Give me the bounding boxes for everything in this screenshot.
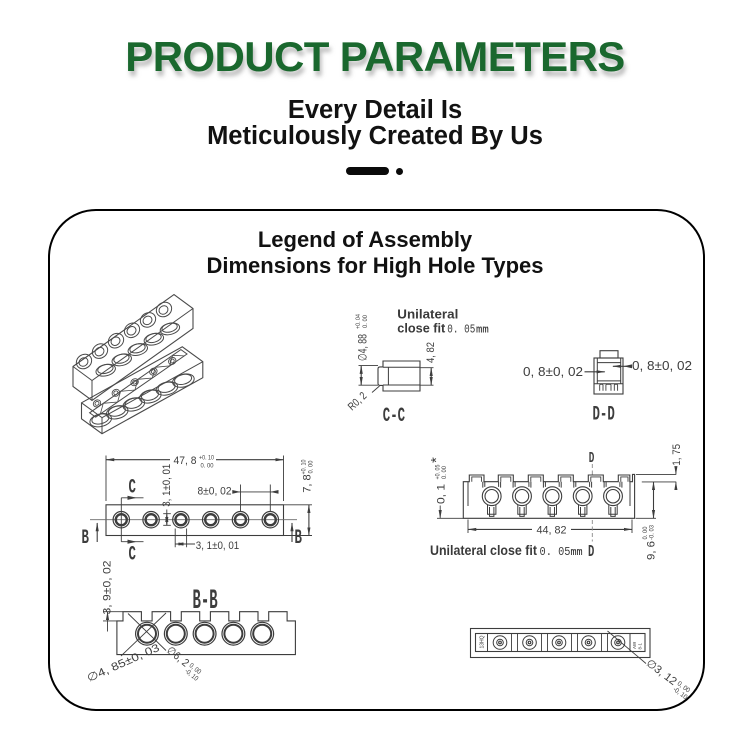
svg-text:D: D	[589, 450, 595, 467]
svg-text:-0. 03: -0. 03	[648, 525, 655, 540]
svg-text:D-D: D-D	[593, 403, 615, 426]
svg-text:0. 00: 0. 00	[308, 460, 315, 473]
svg-text:4, 82: 4, 82	[425, 342, 437, 363]
svg-text:44, 82: 44, 82	[537, 525, 567, 537]
svg-text:R0, 2: R0, 2	[346, 390, 370, 413]
svg-text:47, 8: 47, 8	[174, 455, 197, 467]
svg-text:C: C	[129, 543, 136, 566]
svg-text:3, 9±0, 02: 3, 9±0, 02	[101, 561, 113, 615]
svg-text:0. 05: 0. 05	[540, 546, 571, 559]
svg-text:8-1: 8-1	[638, 642, 643, 649]
svg-text:0. 00: 0. 00	[362, 315, 369, 328]
svg-text:0. 00: 0. 00	[201, 463, 214, 470]
svg-text:0, 1: 0, 1	[435, 484, 447, 504]
svg-text:∅4, 88: ∅4, 88	[355, 334, 369, 361]
svg-text:+0. 10: +0. 10	[301, 459, 308, 474]
svg-text:8±0, 02: 8±0, 02	[198, 486, 232, 498]
svg-text:0. 05: 0. 05	[447, 324, 475, 337]
svg-text:∅3, 12: ∅3, 12	[644, 657, 679, 688]
svg-text:+0. 10: +0. 10	[199, 455, 214, 462]
svg-text:C-C: C-C	[383, 404, 405, 427]
svg-text:mm: mm	[476, 324, 489, 336]
svg-text:9, 6: 9, 6	[645, 541, 657, 560]
svg-text:*: *	[428, 457, 445, 463]
svg-text:0, 8±0, 02: 0, 8±0, 02	[632, 358, 692, 373]
svg-text:B: B	[82, 526, 89, 549]
svg-text:AW: AW	[632, 641, 637, 649]
svg-text:3, 1±0, 01: 3, 1±0, 01	[161, 464, 173, 507]
svg-text:0. 00: 0. 00	[642, 526, 649, 539]
svg-text:C: C	[129, 476, 136, 499]
svg-text:∅6, 2: ∅6, 2	[164, 645, 191, 670]
svg-text:mm: mm	[571, 546, 583, 558]
svg-text:0, 8±0, 02: 0, 8±0, 02	[523, 364, 583, 379]
svg-text:close fit: close fit	[397, 321, 446, 336]
svg-text:B: B	[295, 526, 302, 549]
svg-text:13HQ: 13HQ	[480, 635, 486, 648]
svg-text:1, 75: 1, 75	[671, 444, 683, 466]
svg-text:D: D	[588, 543, 594, 562]
svg-text:0. 00: 0. 00	[441, 466, 448, 479]
svg-text:B-B: B-B	[193, 585, 218, 617]
svg-text:Unilateral close fit: Unilateral close fit	[430, 543, 537, 558]
svg-text:+0. 04: +0. 04	[355, 314, 362, 329]
svg-text:7, 8: 7, 8	[301, 474, 313, 493]
svg-text:Unilateral: Unilateral	[397, 307, 458, 322]
svg-text:3, 1±0, 01: 3, 1±0, 01	[196, 540, 239, 552]
svg-text:∅4, 85±0, 03: ∅4, 85±0, 03	[85, 642, 161, 685]
svg-text:+0. 05: +0. 05	[434, 464, 441, 479]
